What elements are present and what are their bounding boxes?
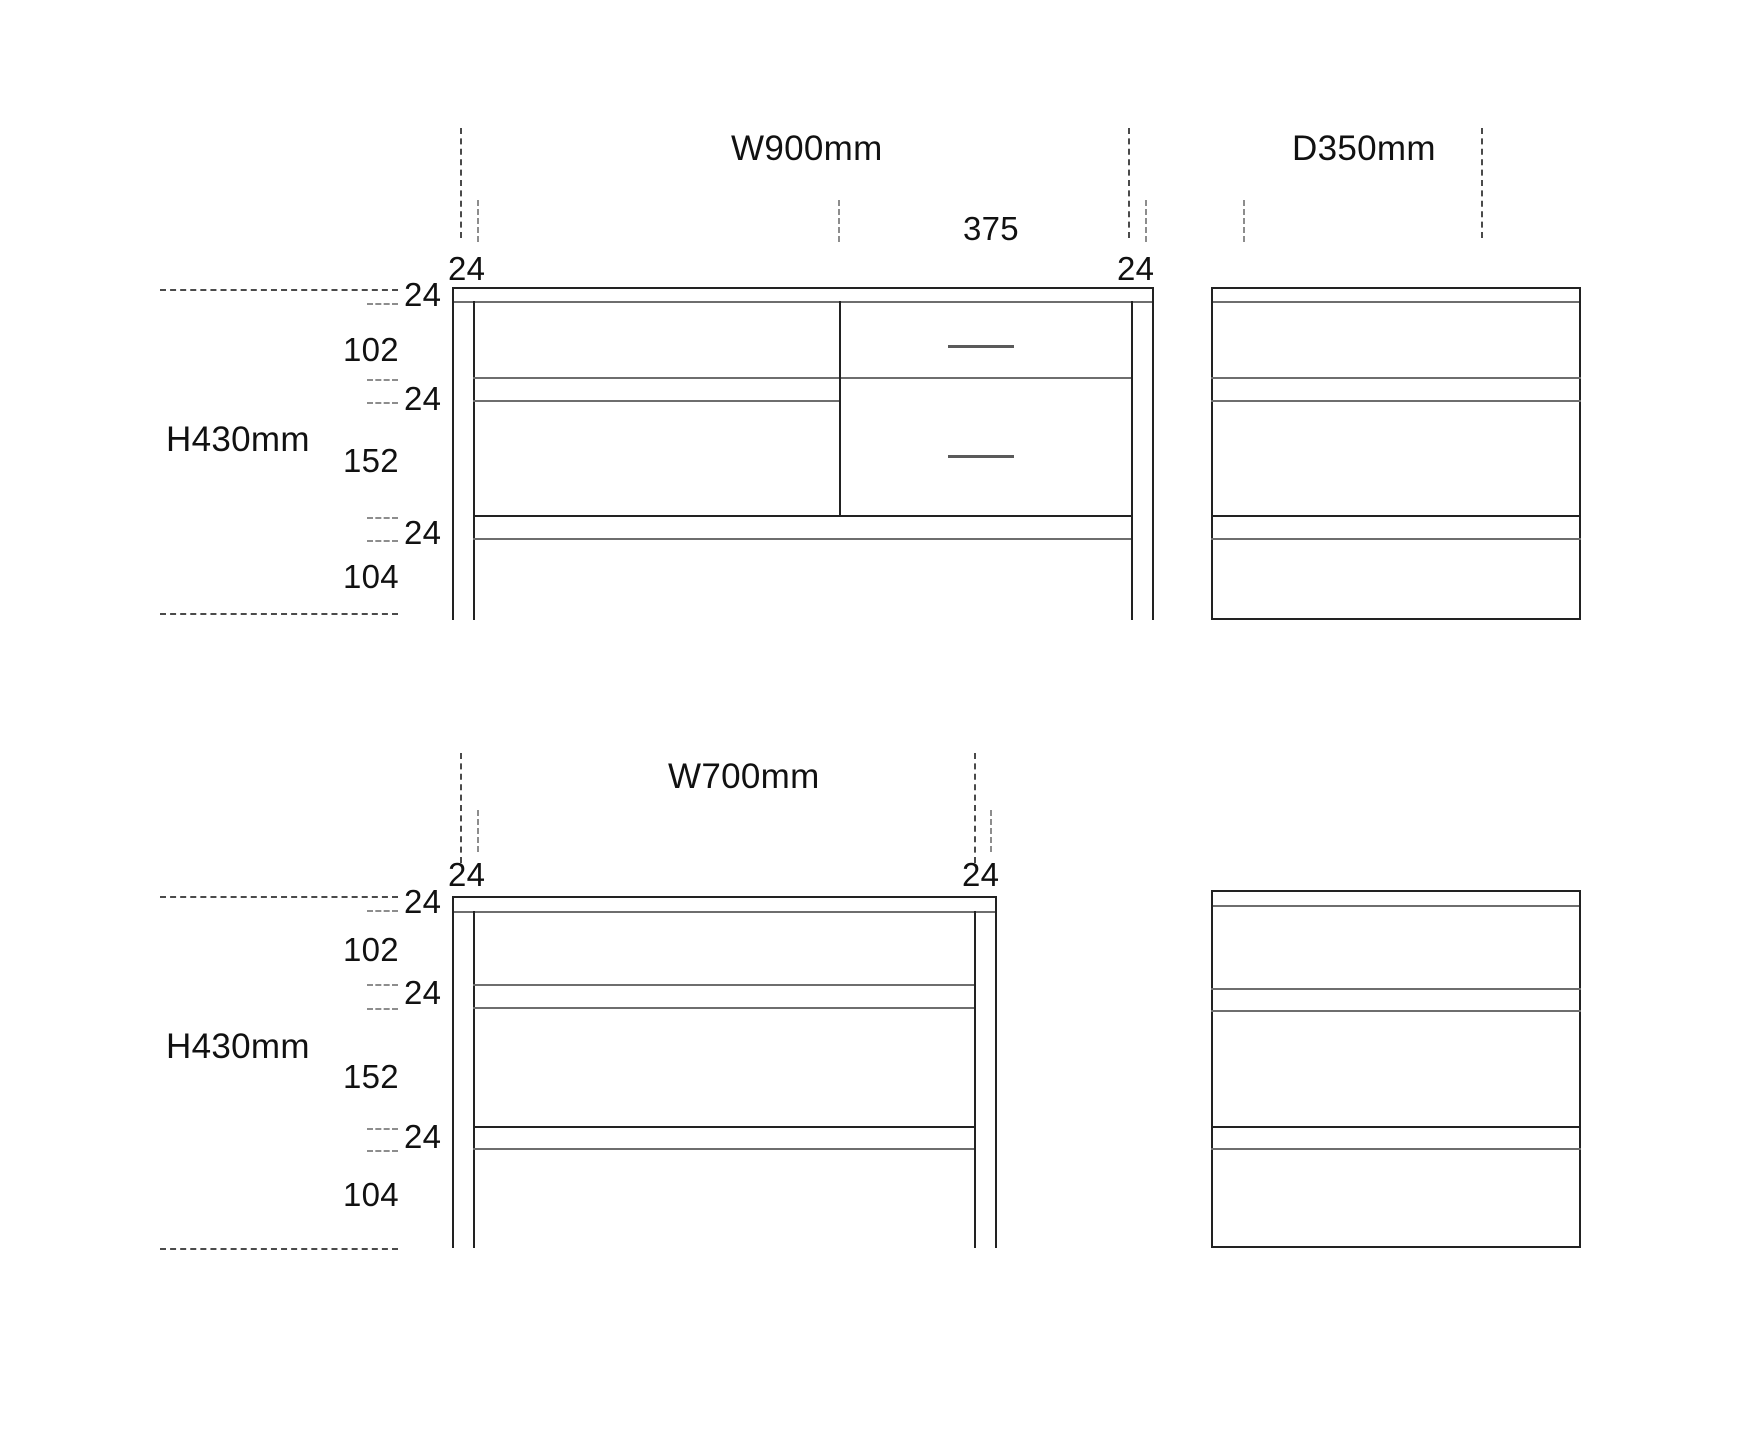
b-bottom-shelf-upper-edge bbox=[473, 1126, 974, 1128]
upper-drawer-handle[interactable] bbox=[948, 345, 1014, 348]
b-left-leg-inner-edge bbox=[473, 911, 475, 1248]
guide-line-left-outer-top bbox=[460, 128, 462, 238]
guide-line-left-outer-bottom bbox=[460, 753, 462, 863]
bottom-dim-24-b: 24 bbox=[404, 974, 442, 1011]
drawer-unit-left-divider bbox=[839, 301, 841, 516]
ext-line-top-overall-lower bbox=[160, 613, 398, 615]
side-left-edge bbox=[1211, 287, 1213, 620]
guide-line-drawer-divider-top bbox=[838, 200, 840, 242]
b-side-bottom-shelf-upper-edge bbox=[1211, 1126, 1581, 1128]
top-panel-upper-edge bbox=[452, 287, 1154, 289]
lower-drawer-handle[interactable] bbox=[948, 455, 1014, 458]
bottom-right-thickness-dim: 24 bbox=[962, 856, 1000, 893]
ext-line-b-mid-shelf-top bbox=[367, 984, 398, 986]
ext-line-b-top-panel-bottom bbox=[367, 910, 398, 912]
guide-line-left-inner-top bbox=[477, 200, 479, 242]
bottom-left-thickness-dim: 24 bbox=[448, 856, 486, 893]
side-right-edge bbox=[1579, 287, 1581, 620]
guide-line-right-inner-bottom bbox=[990, 810, 992, 852]
middle-shelf-upper-edge bbox=[473, 377, 1131, 379]
b-side-middle-shelf-lower-edge bbox=[1211, 1010, 1581, 1012]
guide-line-right-outer-top bbox=[1128, 128, 1130, 238]
side-bottom-shelf-lower-edge bbox=[1211, 538, 1581, 540]
bottom-dim-102: 102 bbox=[343, 931, 399, 968]
side-base-edge bbox=[1211, 618, 1581, 620]
guide-line-left-inner-bottom bbox=[477, 810, 479, 852]
top-left-thickness-dim: 24 bbox=[448, 250, 486, 287]
top-dim-104: 104 bbox=[343, 558, 399, 595]
bottom-dim-152: 152 bbox=[343, 1058, 399, 1095]
b-side-top-panel-upper-edge bbox=[1211, 890, 1581, 892]
bottom-dim-104: 104 bbox=[343, 1176, 399, 1213]
ext-line-bottom-shelf-bottom bbox=[367, 540, 398, 542]
guide-line-right-outer-bottom bbox=[974, 753, 976, 863]
b-left-leg-outer-edge bbox=[452, 896, 454, 1248]
b-side-right-edge bbox=[1579, 890, 1581, 1248]
side-top-panel-upper-edge bbox=[1211, 287, 1581, 289]
top-dim-152: 152 bbox=[343, 442, 399, 479]
side-top-panel-lower-edge bbox=[1211, 301, 1581, 303]
b-bottom-shelf-lower-edge bbox=[473, 1148, 974, 1150]
bottom-dim-24-c: 24 bbox=[404, 1118, 442, 1155]
bottom-shelf-lower-edge bbox=[473, 538, 1131, 540]
b-top-panel-lower-edge bbox=[452, 911, 997, 913]
side-middle-shelf-lower-edge bbox=[1211, 400, 1581, 402]
ext-line-b-bottom-shelf-bottom bbox=[367, 1150, 398, 1152]
ext-line-bottom-overall-lower bbox=[160, 1248, 398, 1250]
ext-line-bottom-shelf-top bbox=[367, 517, 398, 519]
top-depth-title: D350mm bbox=[1292, 129, 1436, 168]
side-bottom-shelf-upper-edge bbox=[1211, 515, 1581, 517]
ext-line-bottom-overall-upper bbox=[160, 896, 398, 898]
guide-line-side-right-top bbox=[1481, 128, 1483, 238]
b-top-panel-upper-edge bbox=[452, 896, 997, 898]
top-panel-lower-edge bbox=[452, 301, 1154, 303]
guide-line-side-left-top bbox=[1243, 200, 1245, 242]
drawer-section-width-dim: 375 bbox=[963, 210, 1019, 247]
b-side-left-edge bbox=[1211, 890, 1213, 1248]
bottom-height-label: H430mm bbox=[166, 1027, 310, 1066]
ext-line-b-bottom-shelf-top bbox=[367, 1128, 398, 1130]
bottom-dim-24-a: 24 bbox=[404, 883, 442, 920]
ext-line-mid-shelf-bottom bbox=[367, 402, 398, 404]
b-side-middle-shelf-upper-edge bbox=[1211, 988, 1581, 990]
b-side-top-panel-lower-edge bbox=[1211, 905, 1581, 907]
b-middle-shelf-upper-edge bbox=[473, 984, 974, 986]
middle-shelf-lower-edge bbox=[473, 400, 840, 402]
top-width-title: W900mm bbox=[731, 129, 883, 168]
b-side-bottom-shelf-lower-edge bbox=[1211, 1148, 1581, 1150]
top-dim-102: 102 bbox=[343, 331, 399, 368]
right-leg-outer-edge bbox=[1152, 287, 1154, 620]
top-dim-24-b: 24 bbox=[404, 380, 442, 417]
side-middle-shelf-upper-edge bbox=[1211, 377, 1581, 379]
right-leg-inner-edge bbox=[1131, 301, 1133, 620]
ext-line-mid-shelf-top bbox=[367, 379, 398, 381]
top-height-label: H430mm bbox=[166, 420, 310, 459]
ext-line-b-mid-shelf-bottom bbox=[367, 1008, 398, 1010]
left-leg-outer-edge bbox=[452, 287, 454, 620]
guide-line-right-inner-top bbox=[1145, 200, 1147, 242]
b-right-leg-outer-edge bbox=[995, 896, 997, 1248]
ext-line-top-overall-upper bbox=[160, 289, 398, 291]
left-leg-inner-edge bbox=[473, 301, 475, 620]
bottom-width-title: W700mm bbox=[668, 757, 820, 796]
b-middle-shelf-lower-edge bbox=[473, 1007, 974, 1009]
bottom-shelf-upper-edge bbox=[473, 515, 1131, 517]
ext-line-top-panel-bottom bbox=[367, 303, 398, 305]
top-dim-24-a: 24 bbox=[404, 276, 442, 313]
b-side-base-edge bbox=[1211, 1246, 1581, 1248]
top-dim-24-c: 24 bbox=[404, 514, 442, 551]
b-right-leg-inner-edge bbox=[974, 911, 976, 1248]
top-right-thickness-dim: 24 bbox=[1117, 250, 1155, 287]
